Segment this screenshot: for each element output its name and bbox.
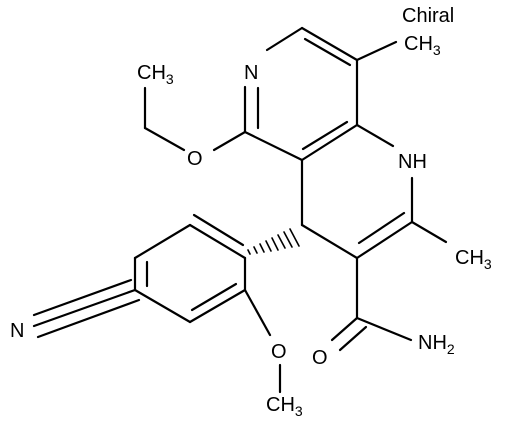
bond (330, 316, 359, 342)
bond (36, 298, 141, 339)
bond (300, 223, 359, 260)
bond (300, 26, 359, 62)
bond (300, 123, 359, 162)
ch3-methoxy-label: CH3 (266, 394, 303, 419)
amide-nh2-label: NH2 (418, 332, 455, 357)
ch3-right-label: CH3 (455, 247, 492, 272)
bond (133, 288, 192, 324)
methoxy-o-label: O (271, 341, 287, 363)
bond (32, 278, 133, 317)
chiral-label: Chiral (402, 5, 454, 27)
bond (355, 316, 413, 342)
nitrile-n-label: N (10, 320, 24, 342)
ethoxy-o-label: O (187, 148, 203, 170)
bond (303, 37, 352, 67)
bond (301, 120, 349, 151)
bond (32, 288, 137, 328)
bonds (32, 26, 448, 394)
bond (355, 123, 395, 148)
hashed-wedge-bond (247, 228, 300, 255)
ch3-top-right-label: CH3 (404, 33, 441, 58)
atom-labels: CH3 CH3 N O NH CH3 N O CH3 O NH2 (10, 33, 492, 419)
bond (243, 288, 272, 337)
bond (355, 220, 414, 260)
bond (410, 220, 448, 244)
bond (133, 223, 192, 260)
ring-nh-label: NH (398, 151, 427, 173)
bond (357, 211, 406, 245)
ch3-ethoxy-label: CH3 (137, 62, 174, 87)
bond (190, 282, 238, 312)
bond (188, 288, 247, 324)
bond (212, 130, 247, 152)
bond (243, 130, 304, 162)
bond (355, 40, 398, 62)
bond (338, 325, 368, 352)
pyridine-n-label: N (244, 62, 258, 84)
bond (143, 126, 186, 152)
amide-o-label: O (312, 347, 328, 369)
bond (188, 223, 247, 260)
bond (192, 213, 245, 247)
bond (265, 26, 304, 52)
